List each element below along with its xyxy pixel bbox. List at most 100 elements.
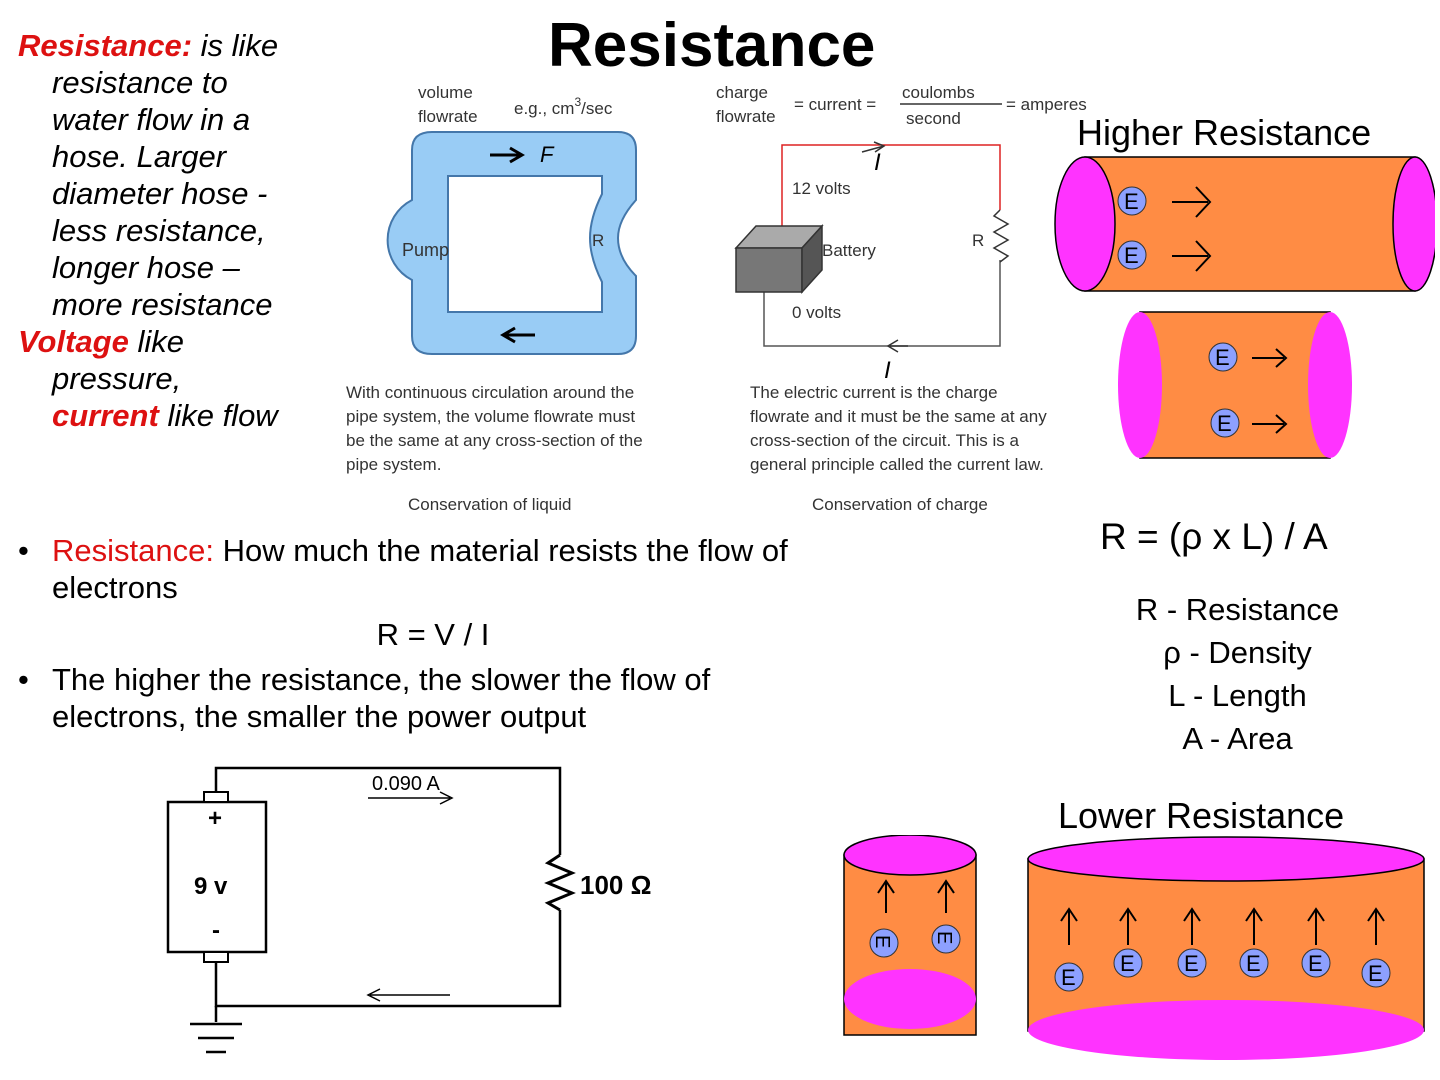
electron <box>1117 186 1147 216</box>
water-caption: pipe system. <box>346 455 441 474</box>
circuit-wire <box>214 766 562 855</box>
electron-label: E <box>1368 961 1383 986</box>
electron <box>1210 408 1240 438</box>
legend-item: ρ - Density <box>1163 635 1312 670</box>
arrow-right-icon <box>1252 348 1288 368</box>
arrow-up-icon <box>1245 907 1263 945</box>
battery-icon <box>735 247 803 293</box>
coulombs-label: coulombs <box>902 83 975 102</box>
bullet-text: electrons, the smaller the power output <box>52 699 587 734</box>
conservation-charge-label: Conservation of charge <box>812 495 988 514</box>
arrow-up-icon <box>937 879 955 913</box>
electron <box>1239 948 1269 978</box>
bullet-item: • Resistance: How much the material resi… <box>18 532 918 606</box>
higher-resistance-heading: Higher Resistance <box>1077 112 1371 153</box>
electron-label: E <box>933 931 955 944</box>
lower-resistance-heading: Lower Resistance <box>1058 795 1345 836</box>
water-flow-diagram: volume flowrate e.g., cm3/sec F Pump R W… <box>346 83 643 514</box>
electron <box>1054 962 1084 992</box>
ohms-law-formula: R = V / I <box>376 617 490 652</box>
conductor-end <box>843 835 977 876</box>
higher-resistance-graphic: Higher Resistance E E E E <box>1054 112 1435 459</box>
charge-caption: The electric current is the charge <box>750 383 998 402</box>
hot-wire <box>781 144 1001 230</box>
pipe-loop <box>386 131 637 355</box>
second-label: second <box>906 109 961 128</box>
analogy-text: is like <box>200 28 279 63</box>
conductor-end <box>1308 312 1352 458</box>
flow-label: F <box>540 142 555 167</box>
conductor-end <box>1054 156 1116 292</box>
battery-icon <box>166 800 268 954</box>
analogy-text: like flow <box>167 398 278 433</box>
page-title: Resistance <box>548 11 876 80</box>
electron-label: E <box>1215 345 1230 370</box>
conductor-end <box>1392 156 1435 292</box>
circuit-wire <box>214 910 562 1008</box>
return-current-arrow-icon <box>366 988 450 1002</box>
pipe-resistor-label: R <box>592 231 604 250</box>
analogy-text: more resistance <box>52 287 273 322</box>
bullet-dot: • <box>18 662 29 697</box>
current-term: current <box>52 398 159 433</box>
conservation-liquid-label: Conservation of liquid <box>408 495 571 514</box>
flow-arrow-icon <box>490 146 525 164</box>
resistivity-formula: R = (ρ x L) / A <box>1100 516 1328 557</box>
charge-label: charge <box>716 83 768 102</box>
charge-caption: general principle called the current law… <box>750 455 1044 474</box>
current-value: 0.090 A <box>372 773 441 795</box>
conductor-end <box>1028 1000 1424 1060</box>
electron-label: E <box>1124 243 1139 268</box>
flowrate-label: flowrate <box>716 107 776 126</box>
water-caption: With continuous circulation around the <box>346 383 634 402</box>
conductor-end <box>1118 312 1162 458</box>
long-conductor <box>1084 156 1416 292</box>
resistance-value: 100 Ω <box>580 870 651 900</box>
return-wire <box>763 260 1001 347</box>
volts-12-label: 12 volts <box>792 179 851 198</box>
analogy-text: longer hose – <box>52 250 240 285</box>
bullet-dot: • <box>18 533 29 568</box>
electron-label: E <box>1308 951 1323 976</box>
arrow-up-icon <box>1307 907 1325 945</box>
bullet-text: The higher the resistance, the slower th… <box>52 662 711 697</box>
arrow-up-icon <box>1119 907 1137 945</box>
electron <box>1177 948 1207 978</box>
legend-item: A - Area <box>1182 721 1293 756</box>
electron-label: E <box>1124 189 1139 214</box>
analogy-text: pressure, <box>52 361 182 396</box>
short-conductor <box>1139 311 1331 459</box>
charge-flow-diagram: charge flowrate = current = coulombs sec… <box>716 83 1087 514</box>
volume-label: volume <box>418 83 473 102</box>
analogy-text: resistance to <box>52 65 228 100</box>
battery-voltage: 9 v <box>194 873 228 900</box>
bullet-item: • The higher the resistance, the slower … <box>18 661 918 735</box>
bullet-text: electrons <box>52 570 178 605</box>
resistance-term: Resistance: <box>18 28 193 63</box>
electron-label: E <box>1246 951 1261 976</box>
plus-sign: + <box>208 805 222 832</box>
electron-label: E <box>871 935 893 948</box>
return-flow-arrow-icon <box>500 326 535 344</box>
battery-terminal <box>203 951 229 963</box>
analogy-text: like <box>137 324 184 359</box>
analogy-text: water flow in a <box>52 102 251 137</box>
charge-caption: flowrate and it must be the same at any <box>750 407 1047 426</box>
electron <box>931 924 961 954</box>
volts-0-label: 0 volts <box>792 303 841 322</box>
electron-label: E <box>1120 951 1135 976</box>
charge-caption: cross-section of the circuit. This is a <box>750 431 1019 450</box>
analogy-text: less resistance, <box>52 213 266 248</box>
amperes-label: = amperes <box>1006 95 1087 114</box>
conductor-end <box>1027 836 1425 882</box>
electron-label: E <box>1061 965 1076 990</box>
electron <box>1361 958 1391 988</box>
minus-sign: - <box>212 917 220 944</box>
water-caption: pipe system, the volume flowrate must <box>346 407 635 426</box>
analogy-text: diameter hose - <box>52 176 268 211</box>
formula-legend: R - Resistance ρ - Density L - Length A … <box>1100 588 1375 760</box>
resistor-symbol <box>992 209 1010 263</box>
water-caption: be the same at any cross-section of the <box>346 431 643 450</box>
bullet-term: Resistance: <box>52 533 214 568</box>
